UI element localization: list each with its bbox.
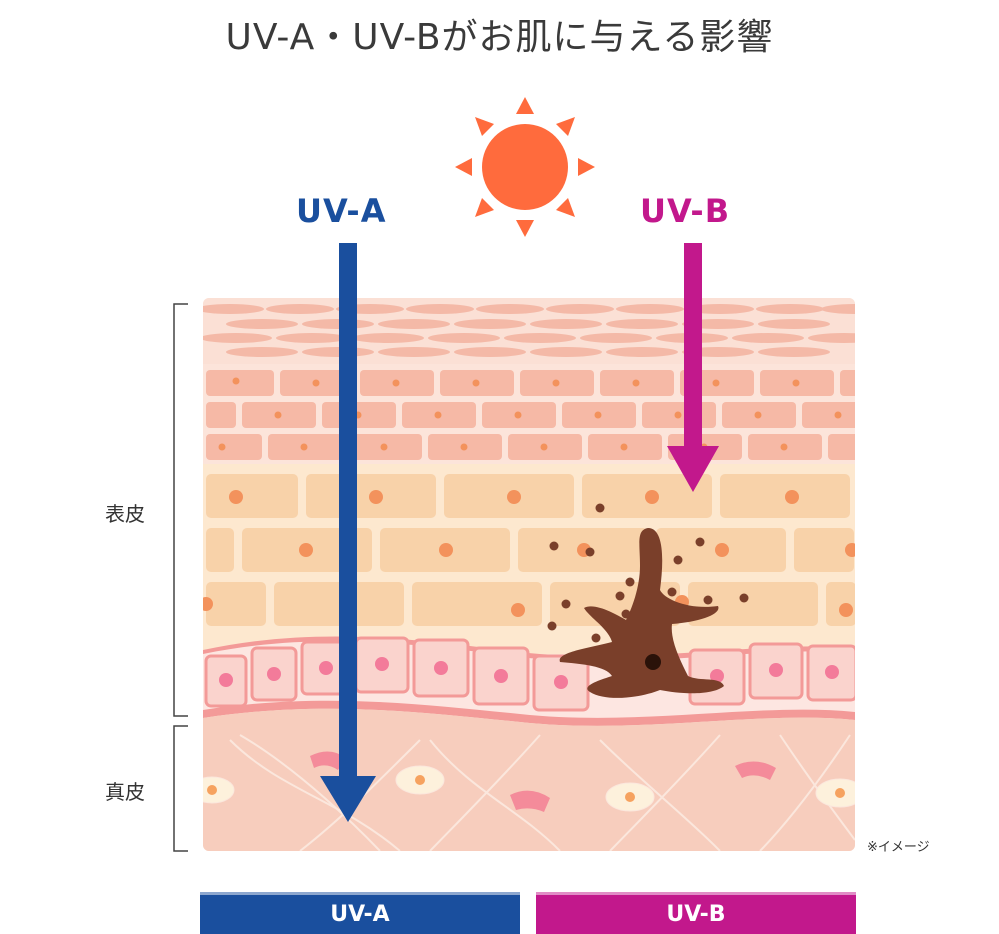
legend-uvb-bar: UV-B [536,892,856,934]
uvb-label: UV-B [640,192,731,230]
stratum-granulosum [203,364,855,464]
uva-label: UV-A [296,192,387,230]
page-title: UV-A・UV-Bがお肌に与える影響 [225,17,774,58]
skin-cross-section [203,298,855,851]
sun-icon [455,97,595,237]
melanocyte-icon [547,503,749,698]
image-note: ※イメージ [867,840,930,855]
stratum-corneum [203,298,855,364]
stratum-spinosum [203,464,855,654]
dermis-label: 真皮 [105,780,145,804]
uva-arrow [320,243,376,822]
layer-brackets [173,303,188,852]
epidermis-label: 表皮 [105,502,145,526]
uvb-arrow [667,243,719,492]
basal-layer [203,636,855,726]
legend-uva-bar: UV-A [200,892,520,934]
dermis-layer [203,708,855,851]
